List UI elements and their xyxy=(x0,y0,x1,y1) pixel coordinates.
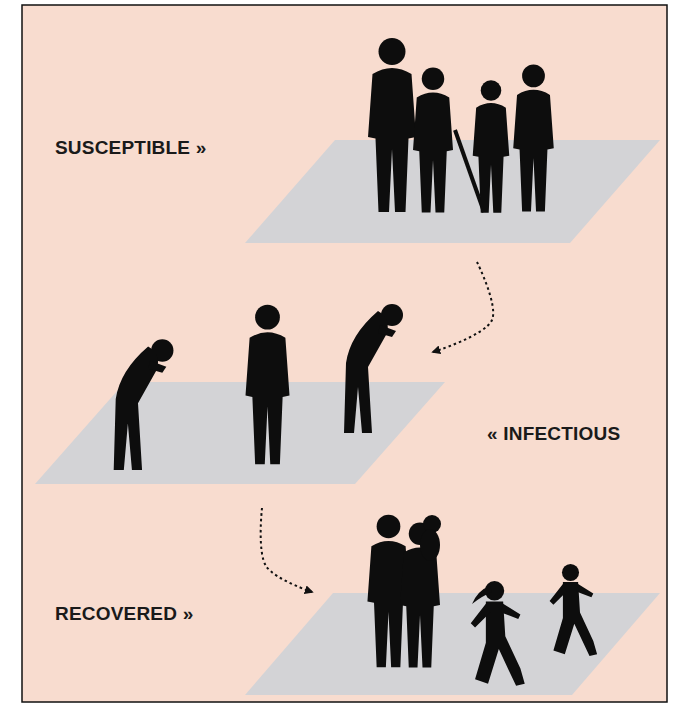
flow-arrow xyxy=(433,262,493,352)
baby-head xyxy=(423,515,441,533)
coughing-man xyxy=(114,339,174,470)
girl-ponytail xyxy=(472,586,492,604)
elderly-woman xyxy=(413,68,453,213)
floor-shape xyxy=(245,140,660,243)
floor-plane xyxy=(35,382,445,484)
recovered-mother xyxy=(400,523,440,668)
background-frame xyxy=(22,5,667,702)
standing-woman xyxy=(473,80,510,212)
baby-body xyxy=(420,529,440,561)
floor-node: SUSCEPTIBLE » xyxy=(245,140,660,243)
coughing-woman xyxy=(344,304,403,433)
sneezing-person xyxy=(246,305,290,465)
floor-node: RECOVERED » xyxy=(245,593,660,695)
running-boy xyxy=(550,564,598,656)
floor-shape xyxy=(245,593,660,695)
stage-label: SUSCEPTIBLE » xyxy=(55,137,206,159)
standing-man xyxy=(368,38,416,212)
stage-label: RECOVERED » xyxy=(55,603,193,625)
recovered-man xyxy=(367,515,409,668)
walking-cane xyxy=(455,130,484,212)
floor-plane xyxy=(245,593,660,695)
standing-man xyxy=(513,65,554,212)
running-girl xyxy=(471,581,525,686)
floor-shape xyxy=(35,382,445,484)
flow-arrow xyxy=(261,508,312,592)
floor-node: « INFECTIOUS xyxy=(35,382,445,484)
stage-label: « INFECTIOUS xyxy=(487,423,620,445)
floor-plane xyxy=(245,140,660,243)
